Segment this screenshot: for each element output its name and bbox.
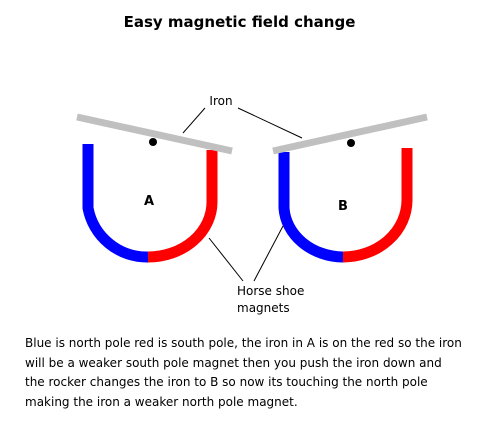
magnet-b-label: B xyxy=(338,199,348,214)
horseshoe-magnet-b xyxy=(278,148,413,263)
horse-shoe-label-line2: magnets xyxy=(237,301,290,315)
explanation-text: Blue is north pole red is south pole, th… xyxy=(25,336,462,409)
magnet-b-north-arm xyxy=(278,152,344,263)
magnet-b-south-arm xyxy=(342,148,413,263)
pivot-dot-a xyxy=(149,138,157,146)
magnet-a-north-arm xyxy=(82,144,149,263)
iron-leader-line-b xyxy=(237,107,303,139)
iron-bar-a xyxy=(76,113,233,155)
diagram-title: Easy magnetic field change xyxy=(123,13,356,31)
magnet-a-south-arm xyxy=(147,150,218,263)
horseshoe-magnet-a xyxy=(82,144,218,263)
magnet-a-label: A xyxy=(144,194,154,209)
pivot-dot-b xyxy=(347,139,355,147)
magnet-leader-line-b xyxy=(253,225,284,282)
magnet-leader-line-a xyxy=(208,237,244,282)
horse-shoe-label-line1: Horse shoe xyxy=(237,284,304,298)
iron-label: Iron xyxy=(209,94,232,108)
iron-leader-line-a xyxy=(182,107,206,134)
iron-bar-b xyxy=(272,113,428,155)
